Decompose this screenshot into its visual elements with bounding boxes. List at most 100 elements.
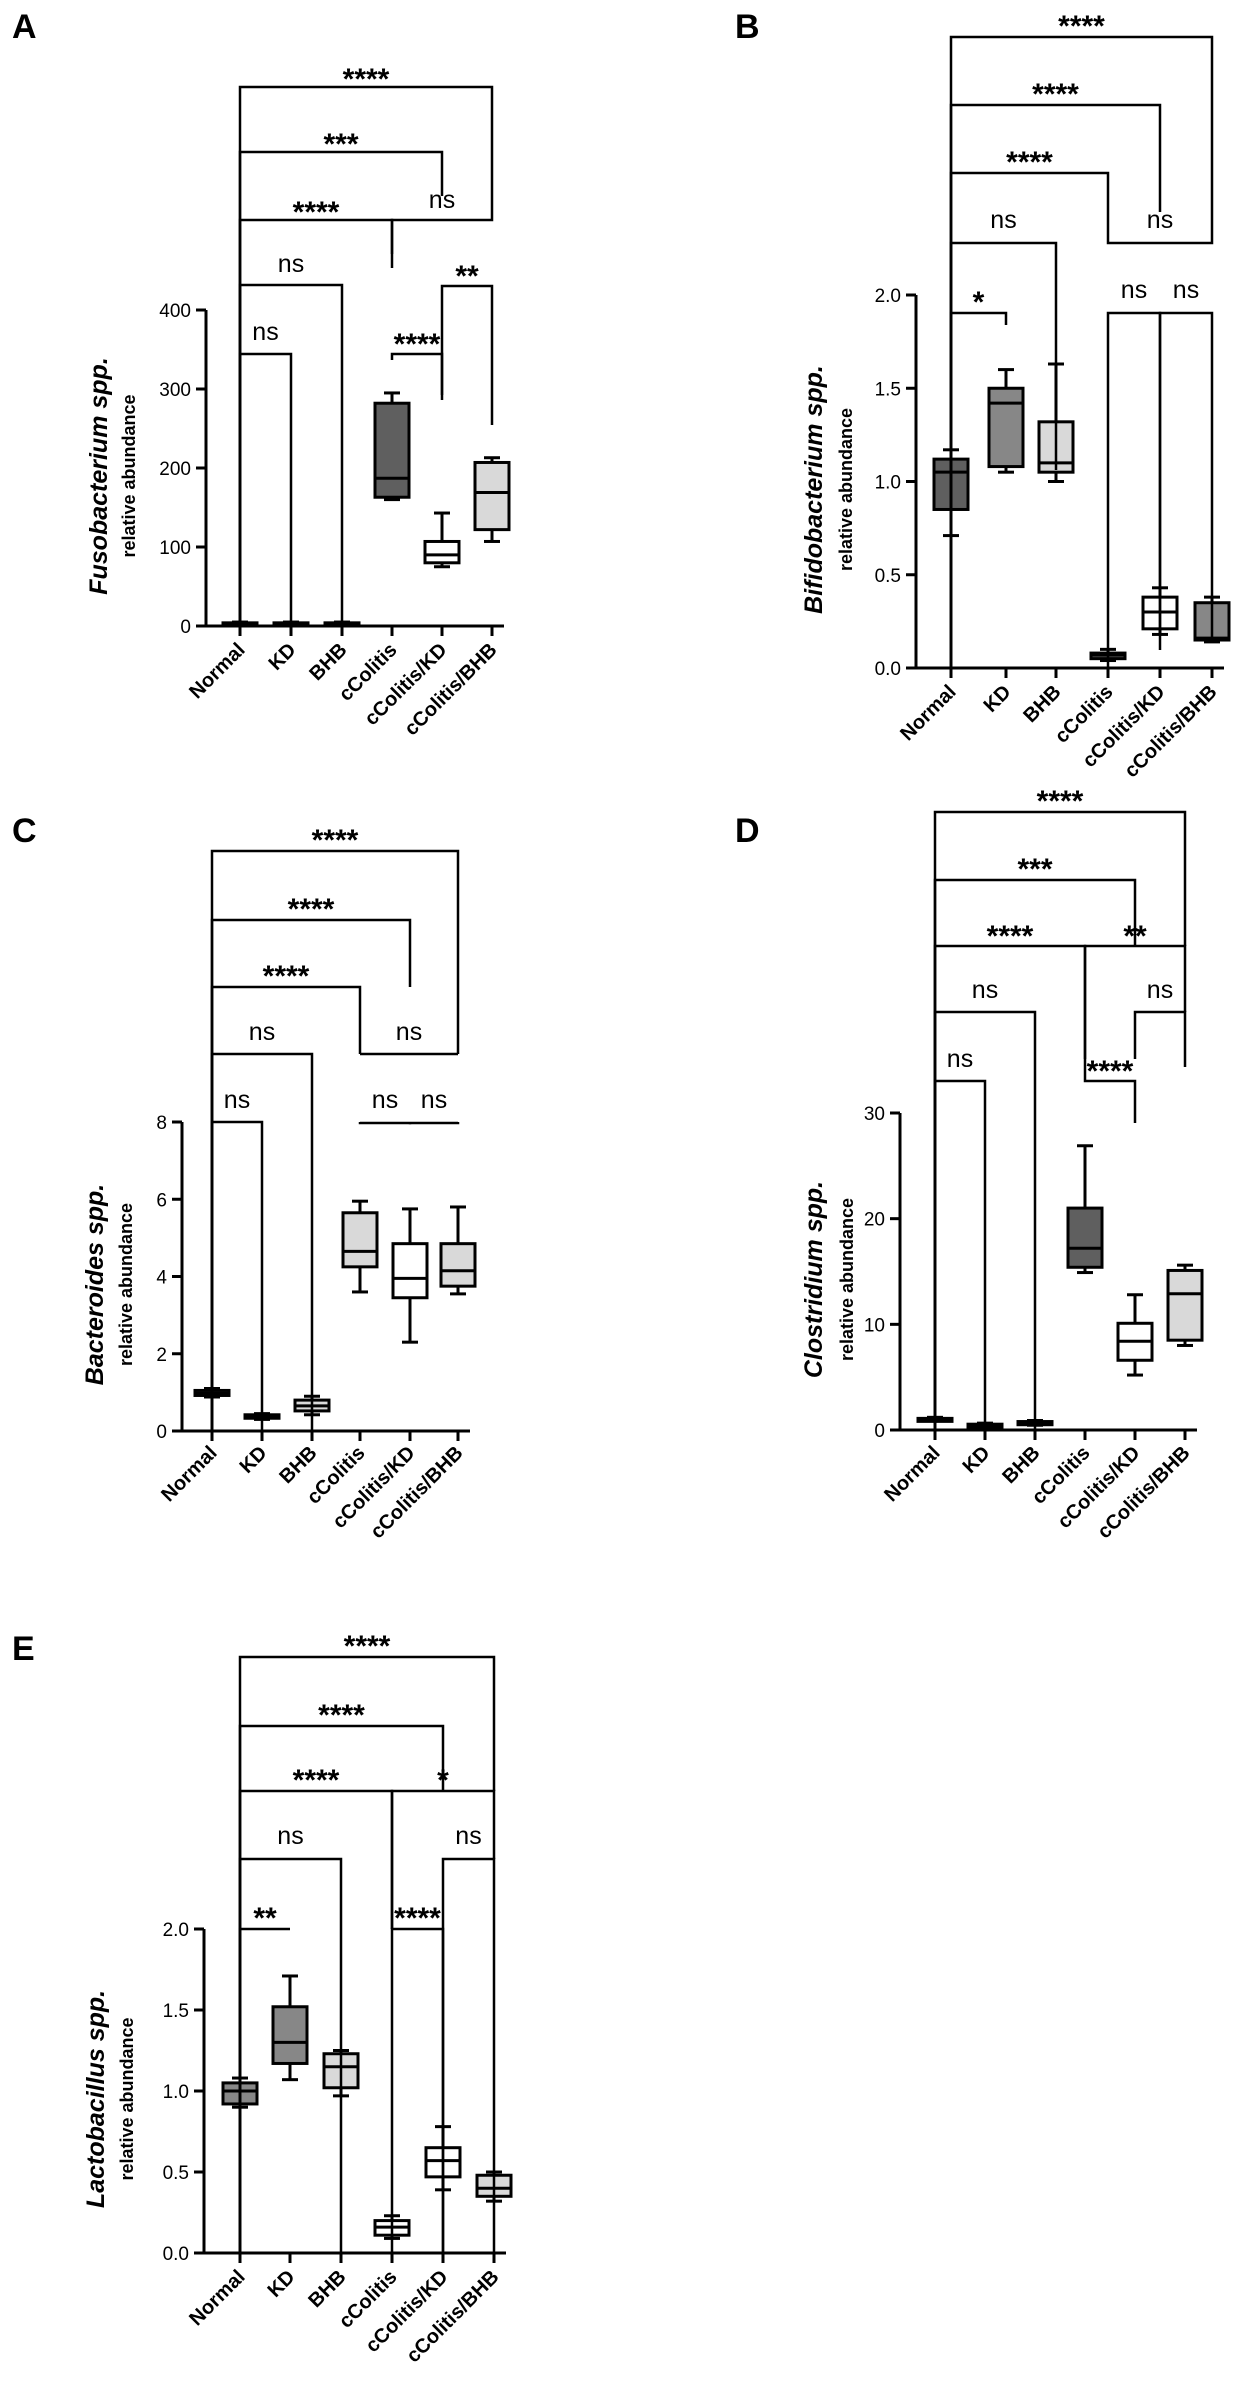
x-tick-label: Normal <box>896 681 960 745</box>
significance-label: ns <box>990 206 1016 234</box>
y-tick-label: 2.0 <box>163 1920 189 1941</box>
bracket-line <box>238 1655 496 2253</box>
significance-bracket: **** <box>238 1764 394 2253</box>
y-tick-label: 0.5 <box>163 2163 189 2184</box>
y-axis-subtitle: relative abundance <box>117 2017 137 2180</box>
significance-bracket: **** <box>238 63 494 626</box>
y-tick-label: 0 <box>874 1421 885 1442</box>
box-body <box>373 401 411 499</box>
panel-letter: B <box>735 8 760 46</box>
significance-label: **** <box>1058 10 1105 43</box>
y-axis-subtitle: relative abundance <box>119 394 139 557</box>
y-tick-label: 0 <box>156 1422 167 1443</box>
significance-label: * <box>973 286 985 319</box>
bracket-line <box>210 1120 264 1431</box>
x-tick-label: Normal <box>185 639 249 703</box>
significance-bracket: **** <box>238 1630 496 2253</box>
significance-label: ns <box>1147 206 1173 234</box>
y-tick-label: 200 <box>159 459 191 480</box>
x-tick-label: Normal <box>157 1442 221 1506</box>
y-tick-label: 10 <box>864 1315 885 1336</box>
significance-bracket: * <box>390 1764 496 1929</box>
significance-label: **** <box>394 328 441 361</box>
significance-label: ns <box>421 1086 447 1114</box>
box-ccolitis-bhb <box>473 456 511 543</box>
panel-letter: E <box>12 1630 35 1668</box>
significance-label: ns <box>947 1045 973 1073</box>
bracket-line <box>1083 944 1187 1059</box>
x-tick-label: KD <box>236 1442 272 1478</box>
y-tick-label: 0.0 <box>163 2244 189 2265</box>
y-tick-label: 100 <box>159 538 191 559</box>
significance-label: ns <box>278 250 304 278</box>
significance-label: **** <box>344 1630 391 1663</box>
significance-bracket: **** <box>1083 1055 1137 1123</box>
significance-bracket: **** <box>390 1902 445 2253</box>
significance-bracket: ns <box>360 1018 458 1056</box>
bracket-line <box>1083 1059 1137 1123</box>
box-ccolitis-kd <box>423 511 461 569</box>
x-tick-label: Normal <box>185 2266 249 2330</box>
panel-letter: A <box>12 8 37 46</box>
bracket-line <box>408 1121 460 1125</box>
box-body <box>439 1242 477 1288</box>
significance-label: ns <box>396 1018 422 1046</box>
x-tick-label: KD <box>265 639 301 675</box>
significance-label: **** <box>394 1902 441 1935</box>
bracket-line <box>358 1121 412 1125</box>
significance-label: ns <box>1147 976 1173 1004</box>
significance-label: ns <box>1121 276 1147 304</box>
bracket-line <box>441 1857 496 2253</box>
y-axis-title: Lactobacillus spp. <box>82 1990 110 2208</box>
bracket-line <box>390 1789 496 1929</box>
bracket-line <box>238 1789 394 2253</box>
box-ccolitis-kd <box>1116 1293 1154 1377</box>
bracket-line <box>238 218 394 626</box>
bracket-line <box>440 284 494 425</box>
bracket-line <box>238 352 293 626</box>
y-tick-label: 1.5 <box>875 379 901 400</box>
significance-label: *** <box>323 128 358 161</box>
significance-bracket: ns <box>390 186 494 268</box>
significance-label: *** <box>1017 853 1052 886</box>
significance-bracket: **** <box>210 960 362 1431</box>
significance-bracket: ns <box>933 1045 987 1430</box>
significance-bracket: ns <box>1106 206 1214 245</box>
significance-label: ** <box>253 1902 277 1935</box>
y-axis-title: Bifidobacterium spp. <box>800 365 828 614</box>
panel-letter: D <box>735 812 760 850</box>
box-kd <box>271 1974 309 2082</box>
significance-bracket: **** <box>949 146 1110 668</box>
box-body <box>1166 1268 1204 1342</box>
significance-bracket: **** <box>949 10 1214 668</box>
significance-label: **** <box>293 196 340 229</box>
significance-label: **** <box>1037 785 1084 818</box>
y-tick-label: 30 <box>864 1104 885 1125</box>
x-tick-label: BHB <box>305 639 351 685</box>
y-axis-subtitle: relative abundance <box>837 1198 857 1361</box>
y-axis-title: Fusobacterium spp. <box>85 357 113 595</box>
y-tick-label: 2.0 <box>875 286 901 307</box>
box-body <box>987 386 1025 469</box>
significance-bracket: **** <box>238 196 394 626</box>
significance-bracket: ns <box>210 1086 264 1431</box>
box-ccolitis <box>1066 1144 1104 1275</box>
bracket-line <box>933 944 1087 1430</box>
box-body <box>391 1242 429 1300</box>
y-tick-label: 0.5 <box>875 566 901 587</box>
y-tick-label: 1.0 <box>875 473 901 494</box>
significance-label: **** <box>1032 78 1079 111</box>
box-kd <box>987 368 1025 474</box>
significance-label: **** <box>987 920 1034 953</box>
bracket-line <box>238 85 494 626</box>
significance-label: **** <box>318 1699 365 1732</box>
box-ccolitis-bhb <box>1166 1263 1204 1347</box>
bracket-line <box>1158 311 1214 640</box>
significance-label: ns <box>252 318 278 346</box>
significance-bracket: ** <box>440 260 494 425</box>
